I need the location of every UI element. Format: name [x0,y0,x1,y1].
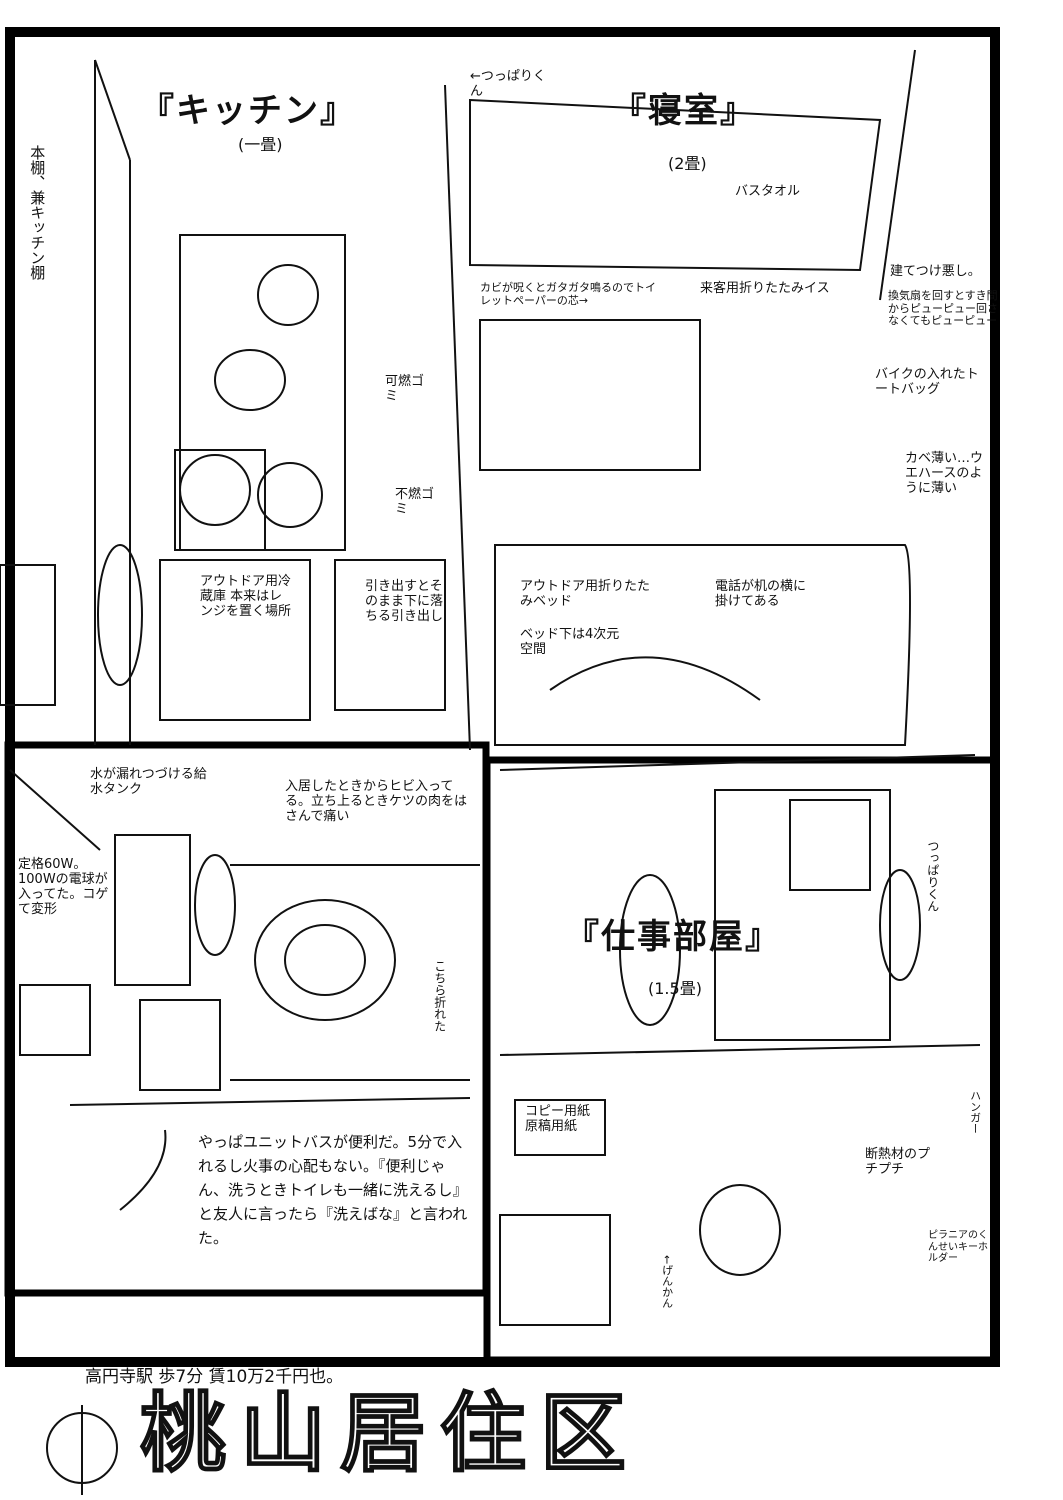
broken-note: こちら折れた [432,960,447,1032]
wall-note: カベ薄い…ウエハースのように薄い [905,451,984,496]
workroom-size: (1.5畳) [648,979,702,998]
building-note: 建てつけ悪し。 [890,264,981,279]
bath-note: やっぱユニットバスが便利だ。5分で入れるし火事の心配もない。『便利じゃん、洗うと… [198,1133,468,1247]
gen-note: ←げんかん [660,1255,674,1309]
bag-note: バイクの入れたトートバッグ [875,367,979,397]
workroom-title: 『仕事部屋』 [565,917,781,957]
workroom-frame [483,756,999,1364]
crack-note: 入居したときからヒビ入ってる。立ち上るときケツの肉をはさんで痛い [285,779,468,824]
bedroom-title: 『寝室』 [612,91,756,131]
pole-right-note: つっぱりくん [925,840,940,912]
address-line: 高円寺駅 歩7分 賃10万2千円也。 [85,1367,344,1387]
folding-chair-note: 来客用折りたたみイス [700,281,830,296]
hanger-note: ハンガー [968,1090,982,1134]
bedroom-size: (2畳) [668,154,707,173]
burnable-note: 可燃ゴミ [385,374,425,404]
kitchen-title: 『キッチン』 [140,91,356,131]
window-note: 換気扇を回すとすき間からピューピュー回さなくてもピューピュー [888,289,998,328]
drawer-note: 引き出すとそのまま下に落ちる引き出し [365,579,444,624]
pole-top-note: ←つっぱりくん [470,69,546,99]
insulation-note: 断熱材のプチプチ [865,1147,931,1177]
phone-note: 電話が机の横に掛けてある [715,579,807,609]
page-title: 桃山居住区 [139,1383,640,1484]
bed-note: アウトドア用折りたたみベッド [520,579,651,609]
tank-note: 水が漏れつづける給水タンク [90,767,207,797]
nonburnable-note: 不燃ゴミ [395,487,435,517]
paper-note: コピー用紙 原稿用紙 [525,1104,591,1134]
under-bed-note: ベッド下は4次元空間 [520,627,620,657]
curtain-note: カビが呪くとガタガタ鳴るのでトイレットペーパーの芯→ [480,281,656,307]
bulb-note: 定格60W。100Wの電球が入ってた。コゲて変形 [18,857,109,917]
kitchen-size: (一畳) [238,135,283,154]
towel-note: バスタオル [735,184,801,199]
shelf-note: 本棚、兼キッチン棚 [28,145,47,280]
keyholder-note: ピラニアのくんせいキーホルダー [928,1230,988,1264]
fridge-note: アウトドア用冷蔵庫 本来はレンジを置く場所 [200,574,292,619]
outer-frame [5,27,1000,1367]
